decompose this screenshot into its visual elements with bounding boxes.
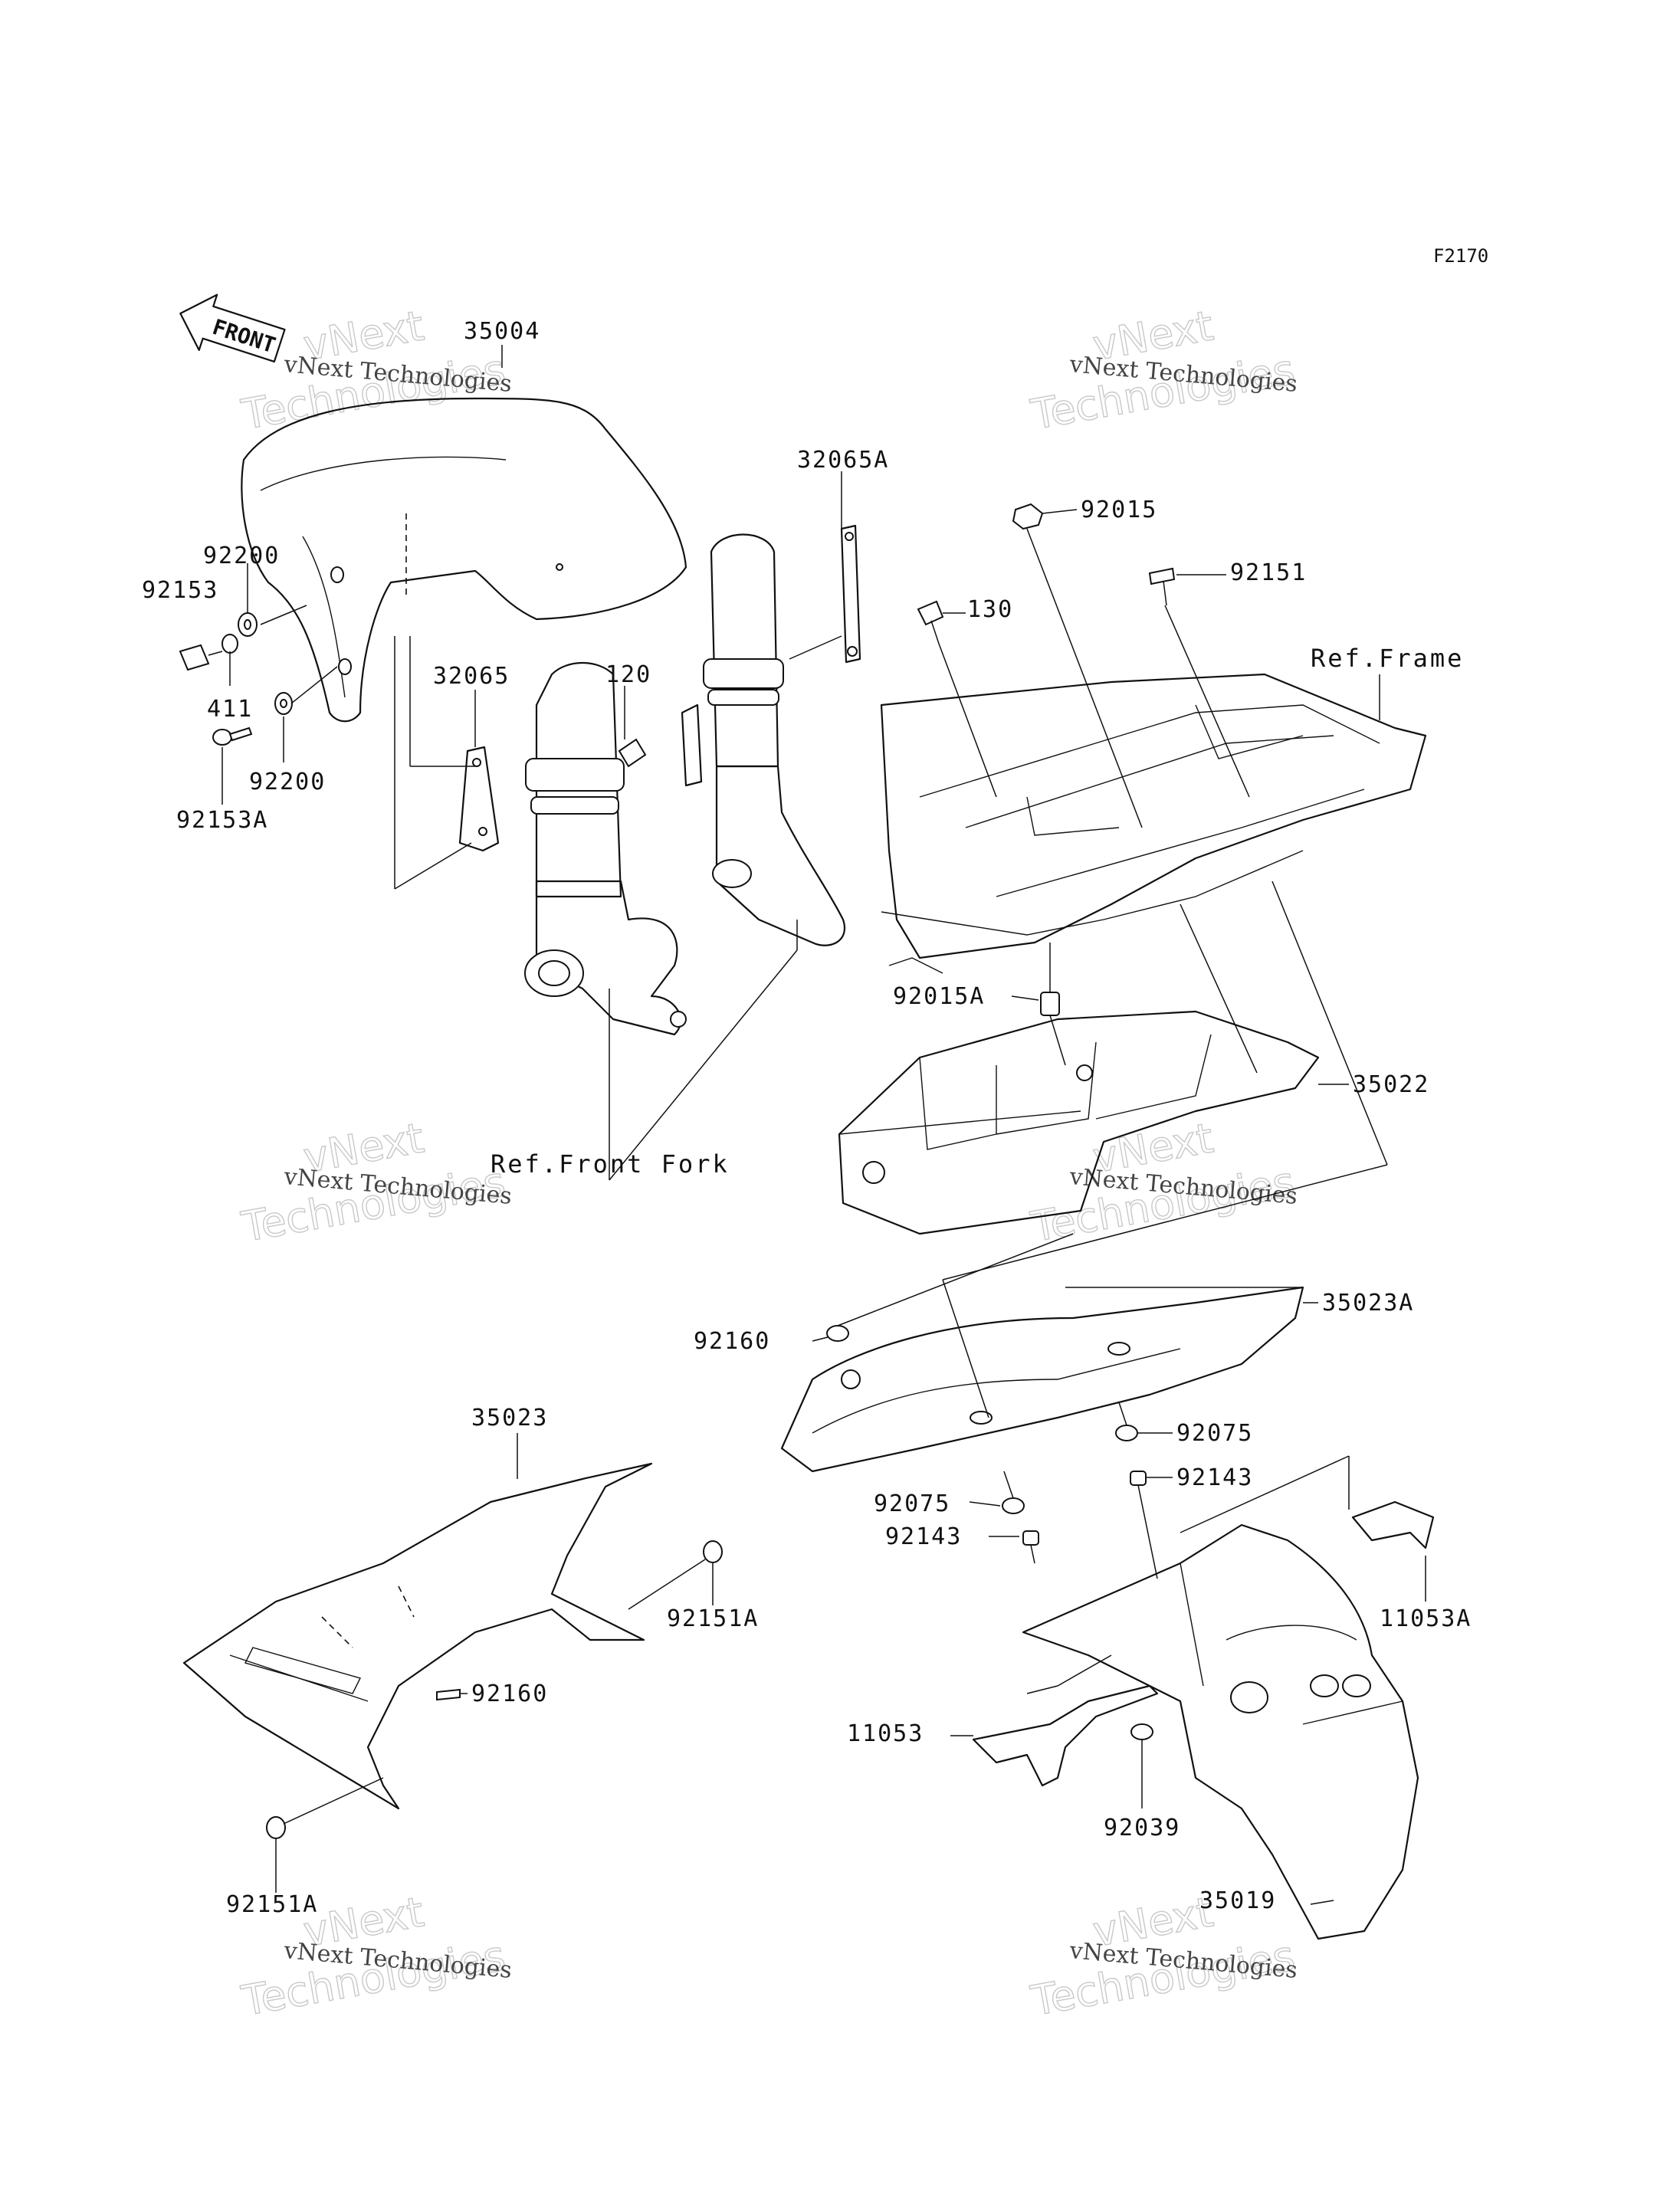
hardware-130-bolt xyxy=(917,600,944,644)
label-32065: 32065 xyxy=(433,663,510,690)
label-35004: 35004 xyxy=(464,318,540,345)
label-11053A: 11053A xyxy=(1380,1605,1472,1632)
watermark-mid-right: vNext Technologies vNext Technologies xyxy=(1027,1113,1299,1252)
watermark-mid-left: vNext Technologies vNext Technologies xyxy=(238,1113,514,1252)
label-92039: 92039 xyxy=(1104,1815,1180,1841)
fork-bracket-32065 xyxy=(458,746,500,852)
hardware-411-collar xyxy=(221,634,238,654)
hardware-92015-nut xyxy=(1012,503,1044,530)
hardware-92160-grommet xyxy=(826,1325,849,1342)
label-92200-bottom: 92200 xyxy=(249,769,326,795)
label-32065A: 32065A xyxy=(797,447,889,474)
front-fork-right xyxy=(681,533,845,946)
hardware-92151-bolt-top xyxy=(1148,567,1176,606)
hardware-92200-washer-bottom xyxy=(274,692,293,715)
bracket-11053A xyxy=(1351,1500,1435,1549)
bracket-11053 xyxy=(972,1684,1159,1787)
label-92153A: 92153A xyxy=(176,807,268,834)
hardware-92015A-collar xyxy=(1040,992,1060,1016)
side-cover-35023 xyxy=(182,1462,653,1810)
label-35022: 35022 xyxy=(1353,1071,1429,1098)
hardware-120-bolt xyxy=(618,738,647,768)
label-92200-top: 92200 xyxy=(203,543,280,569)
inner-tray-35022 xyxy=(838,1010,1320,1235)
label-92015: 92015 xyxy=(1081,497,1157,523)
hardware-92143-collars xyxy=(1022,1471,1147,1546)
label-92015A: 92015A xyxy=(893,983,985,1010)
label-35019: 35019 xyxy=(1199,1887,1276,1914)
label-130: 130 xyxy=(967,596,1013,623)
label-92075-right: 92075 xyxy=(1176,1420,1253,1447)
front-fork-left xyxy=(524,661,687,1036)
leader-lines xyxy=(221,345,1426,1905)
label-92143-left: 92143 xyxy=(885,1523,962,1550)
label-92143-right: 92143 xyxy=(1176,1464,1253,1491)
label-92160-top: 92160 xyxy=(694,1328,770,1355)
diagram-code: F2170 xyxy=(1433,245,1488,267)
label-120: 120 xyxy=(605,661,651,688)
label-35023: 35023 xyxy=(471,1405,548,1431)
hardware-92153A-bolt xyxy=(212,726,253,746)
front-arrow-icon: FRONT xyxy=(179,293,286,363)
label-92151A-bottom: 92151A xyxy=(226,1891,318,1918)
front-fender xyxy=(241,397,687,723)
label-92075-left: 92075 xyxy=(874,1490,950,1517)
label-92153: 92153 xyxy=(142,577,218,604)
hardware-92075-grommets xyxy=(1002,1425,1138,1514)
label-11053: 11053 xyxy=(847,1720,924,1747)
hardware-92039-rivet xyxy=(1130,1723,1153,1755)
hardware-92200-washer-top xyxy=(238,612,258,637)
label-92151: 92151 xyxy=(1230,559,1307,586)
watermark-top-right: vNext Technologies vNext Technologies xyxy=(1027,301,1299,440)
rear-fender-35019 xyxy=(1022,1523,1419,1940)
label-35023A: 35023A xyxy=(1322,1290,1414,1317)
hardware-92151A-bolts xyxy=(266,1540,723,1839)
hardware-92160-clip xyxy=(436,1688,461,1701)
fork-bracket-32065A xyxy=(840,524,861,664)
hardware-92153-bolt xyxy=(179,644,223,671)
seat-cowl-35023A xyxy=(780,1286,1304,1473)
ref-front-fork-label: Ref.Front Fork xyxy=(491,1149,730,1179)
label-92151A-right: 92151A xyxy=(667,1605,759,1632)
label-411: 411 xyxy=(207,696,253,723)
ref-frame-label: Ref.Frame xyxy=(1311,644,1464,673)
label-92160-bottom: 92160 xyxy=(471,1681,548,1707)
rear-frame xyxy=(880,673,1427,974)
